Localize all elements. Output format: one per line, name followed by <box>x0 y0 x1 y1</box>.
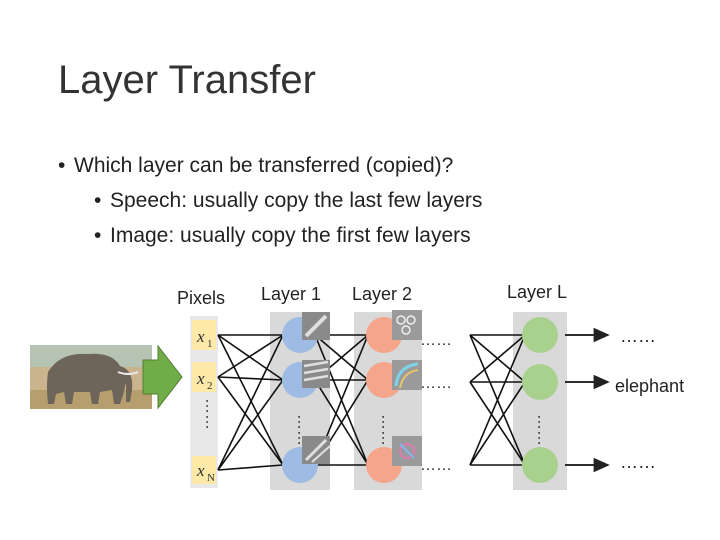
layer2-ellipsis-bot: …… <box>420 457 452 474</box>
layer1-ellipsis: …… <box>287 414 304 446</box>
x1-cell <box>192 320 216 350</box>
slide-title: Layer Transfer <box>58 58 316 102</box>
elephant-photo <box>30 345 152 409</box>
layer2-ellipsis: …… <box>371 414 388 446</box>
layerL-neuron <box>522 447 558 483</box>
layerL-neuron <box>522 364 558 400</box>
output-top-label: …… <box>620 326 656 346</box>
input-ellipsis: …… <box>195 398 212 430</box>
output-arrows <box>565 327 610 473</box>
layer2-feature-patches <box>392 310 422 466</box>
xN-cell <box>192 456 216 484</box>
layer2-ellipsis-mid: …… <box>420 375 452 392</box>
x1-symbol: x <box>196 327 205 346</box>
bullet-item: •Image: usually copy the first few layer… <box>94 224 471 247</box>
bullet-item: •Which layer can be transferred (copied)… <box>58 154 454 177</box>
x2-symbol: x <box>196 369 205 388</box>
output-bottom-label: …… <box>620 452 656 472</box>
input-arrow <box>142 344 183 410</box>
layerL-label: Layer L <box>507 282 568 302</box>
x2-cell <box>192 362 216 392</box>
svg-text:2: 2 <box>207 380 213 392</box>
layer1-feature-patches <box>302 312 331 464</box>
bullet-list: •Which layer can be transferred (copied)… <box>58 148 482 253</box>
pixels-label: Pixels <box>177 288 226 308</box>
connections-layerL <box>469 334 526 466</box>
layer2-ellipsis-top: …… <box>420 332 452 349</box>
connections-input-layer1 <box>217 334 284 471</box>
svg-text:1: 1 <box>207 338 213 350</box>
layerL-ellipsis: …… <box>527 414 544 446</box>
svg-text:N: N <box>207 472 215 484</box>
layer1-label: Layer 1 <box>261 284 322 304</box>
output-elephant-label: elephant <box>615 376 685 396</box>
xN-symbol: x <box>196 461 205 480</box>
layerL-neuron <box>522 317 558 353</box>
layer2-label: Layer 2 <box>352 284 413 304</box>
bullet-item: •Speech: usually copy the last few layer… <box>94 189 483 212</box>
